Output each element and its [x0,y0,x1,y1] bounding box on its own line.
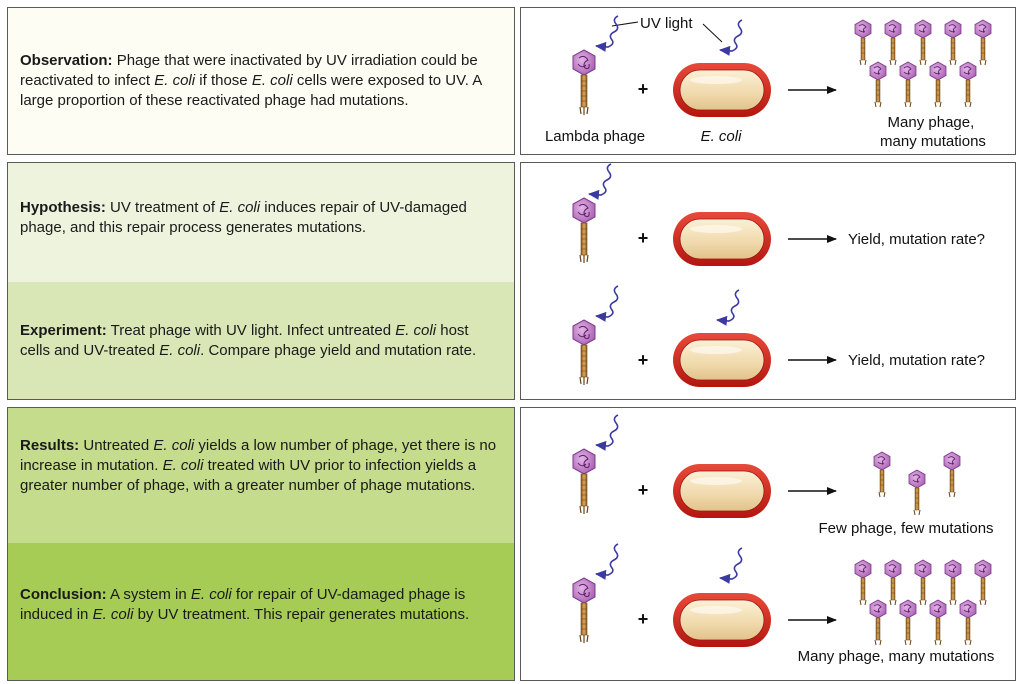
results-label: Results: [20,437,80,454]
conclusion-text: Conclusion: A system in E. coli for repa… [20,586,470,623]
experiment-text: Experiment: Treat phage with UV light. I… [20,322,477,359]
lambda-phage-icon [572,49,596,116]
observation-text: Observation: Phage that were inactivated… [20,52,482,109]
lambda-phage-label: Lambda phage [545,128,645,145]
hypothesis-experiment-panel: Hypothesis: UV treatment of E. coli indu… [7,162,515,400]
observation-label: Observation: [20,52,113,69]
hypothesis-cell: Hypothesis: UV treatment of E. coli indu… [8,163,514,282]
observation-result-line2: many mutations [880,133,986,150]
yield-question-label: Yield, mutation rate? [848,231,985,248]
ecoli-label: E. coli [701,128,743,145]
observation-result-line1: Many phage, [888,114,975,131]
ecoli-cell-icon [672,463,772,519]
uv-light-icon [720,548,742,579]
results-conclusion-panel: Results: Untreated E. coli yields a low … [7,407,515,681]
hypothesis-label: Hypothesis: [20,199,106,216]
ecoli-cell-icon [672,332,772,388]
conclusion-label: Conclusion: [20,586,107,603]
lambda-phage-icon [572,577,596,644]
ecoli-cell-icon [672,592,772,648]
conclusion-cell: Conclusion: A system in E. coli for repa… [8,543,514,680]
lambda-phage-icon [572,319,596,386]
results-cell: Results: Untreated E. coli yields a low … [8,408,514,543]
observation-panel: Observation: Phage that were inactivated… [7,7,515,155]
hypothesis-text: Hypothesis: UV treatment of E. coli indu… [20,199,467,236]
uv-light-icon [596,415,618,446]
experiment-cell: Experiment: Treat phage with UV light. I… [8,282,514,399]
uv-light-icon [720,20,742,51]
ecoli-cell-icon [672,62,772,118]
uv-light-icon [717,290,739,321]
phage-cluster-many [854,19,992,108]
uv-light-label-group: UV light [611,15,723,43]
few-result-label: Few phage, few mutations [818,520,993,537]
many-result-label: Many phage, many mutations [798,648,995,665]
plus-sign: + [638,350,649,370]
uv-light-icon [589,164,611,195]
yield-question-label: Yield, mutation rate? [848,352,985,369]
uv-light-icon [596,544,618,575]
ecoli-cell-icon [672,211,772,267]
uv-light-icon [596,16,618,47]
lambda-phage-icon [572,197,596,264]
plus-sign: + [638,79,649,99]
lambda-phage-icon [572,448,596,515]
uv-light-label: UV light [640,15,693,32]
results-text: Results: Untreated E. coli yields a low … [20,437,497,494]
experiment-label: Experiment: [20,322,107,339]
phage-cluster-many [854,559,992,646]
uv-light-icon [596,286,618,317]
plus-sign: + [638,228,649,248]
plus-sign: + [638,609,649,629]
plus-sign: + [638,480,649,500]
phage-cluster-few [873,451,961,516]
observation-result-label: Many phage, many mutations [880,114,986,150]
results-diagram-panel [520,407,1016,681]
